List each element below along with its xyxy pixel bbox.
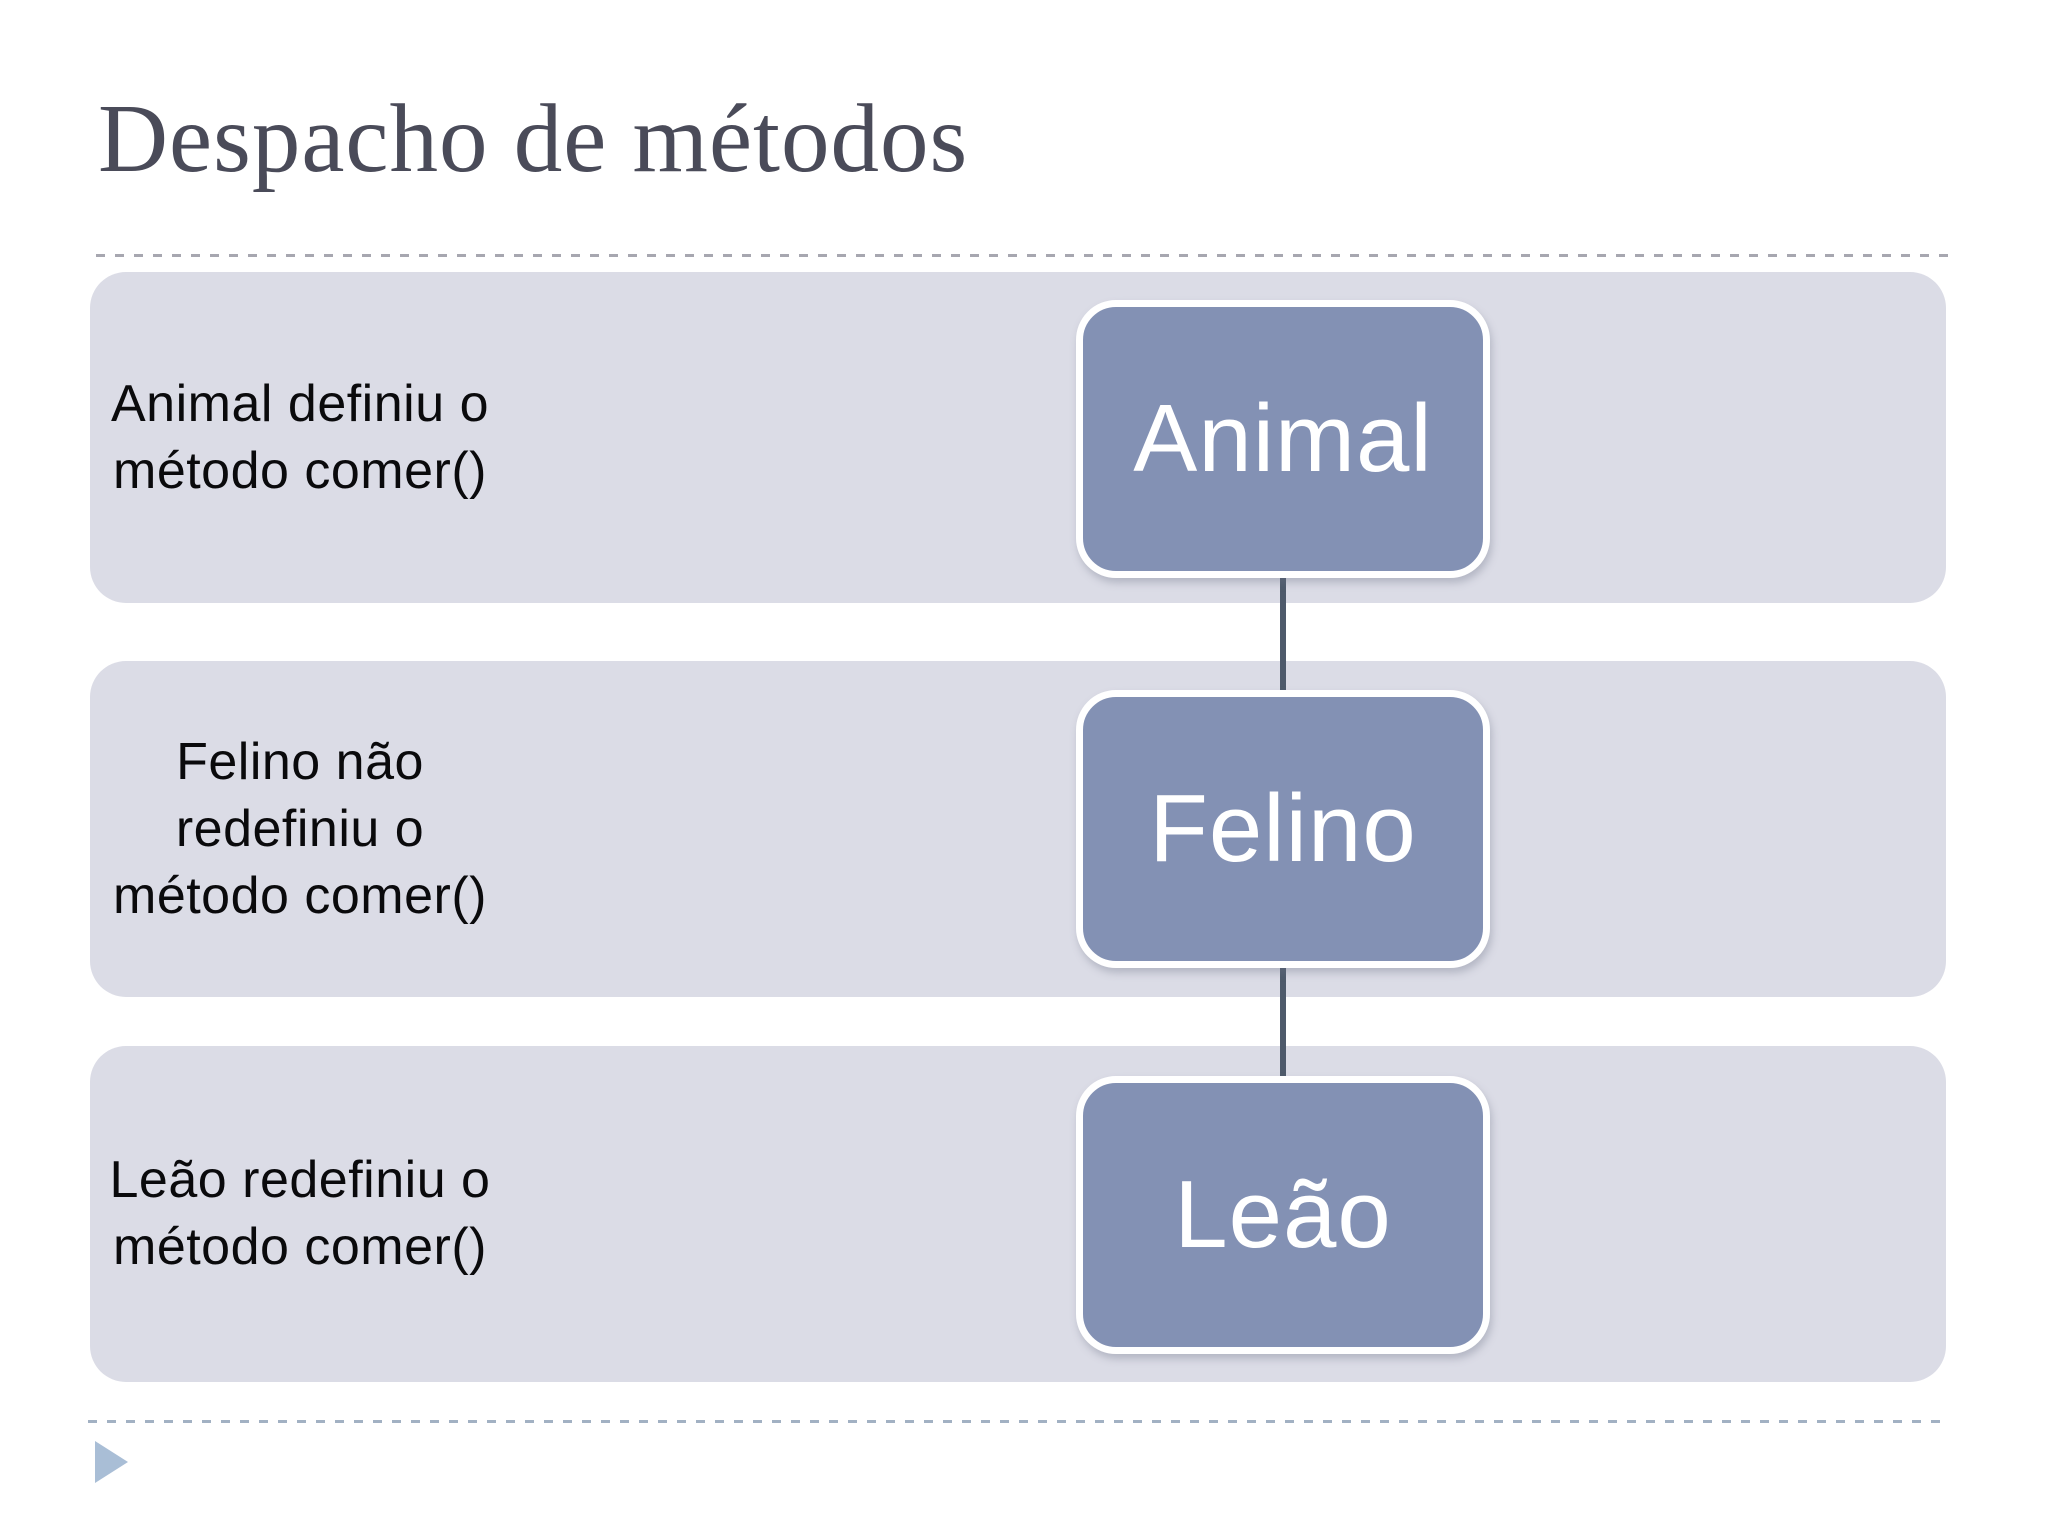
note-animal: Animal definiu o método comer() — [95, 272, 505, 603]
row-band-leao — [90, 1046, 1946, 1382]
note-line: método comer() — [113, 1218, 487, 1276]
connector-felino-leao — [1280, 950, 1286, 1086]
node-label: Leão — [1174, 1161, 1392, 1268]
page-title: Despacho de métodos — [98, 85, 969, 192]
node-animal: Animal — [1076, 300, 1490, 578]
note-line: Leão redefiniu o — [109, 1151, 491, 1209]
note-line: método comer() — [113, 441, 487, 500]
title-divider-dashed-line — [96, 254, 1948, 257]
node-felino: Felino — [1076, 690, 1490, 968]
note-felino: Felino não redefiniu o método comer() — [95, 661, 505, 997]
note-leao: Leão redefiniu o método comer() — [95, 1046, 505, 1382]
node-leao: Leão — [1076, 1076, 1490, 1354]
row-band-animal — [90, 272, 1946, 603]
note-line: método comer() — [113, 866, 487, 925]
note-line: Felino não — [176, 732, 424, 791]
node-label: Felino — [1149, 775, 1417, 882]
node-label: Animal — [1133, 385, 1433, 492]
note-line: redefiniu o — [175, 799, 425, 858]
footer-dashed-line — [88, 1420, 1946, 1423]
connector-animal-felino — [1280, 560, 1286, 700]
row-band-felino — [90, 661, 1946, 997]
note-line: Animal definiu o — [111, 374, 489, 433]
play-triangle-icon — [95, 1441, 128, 1483]
